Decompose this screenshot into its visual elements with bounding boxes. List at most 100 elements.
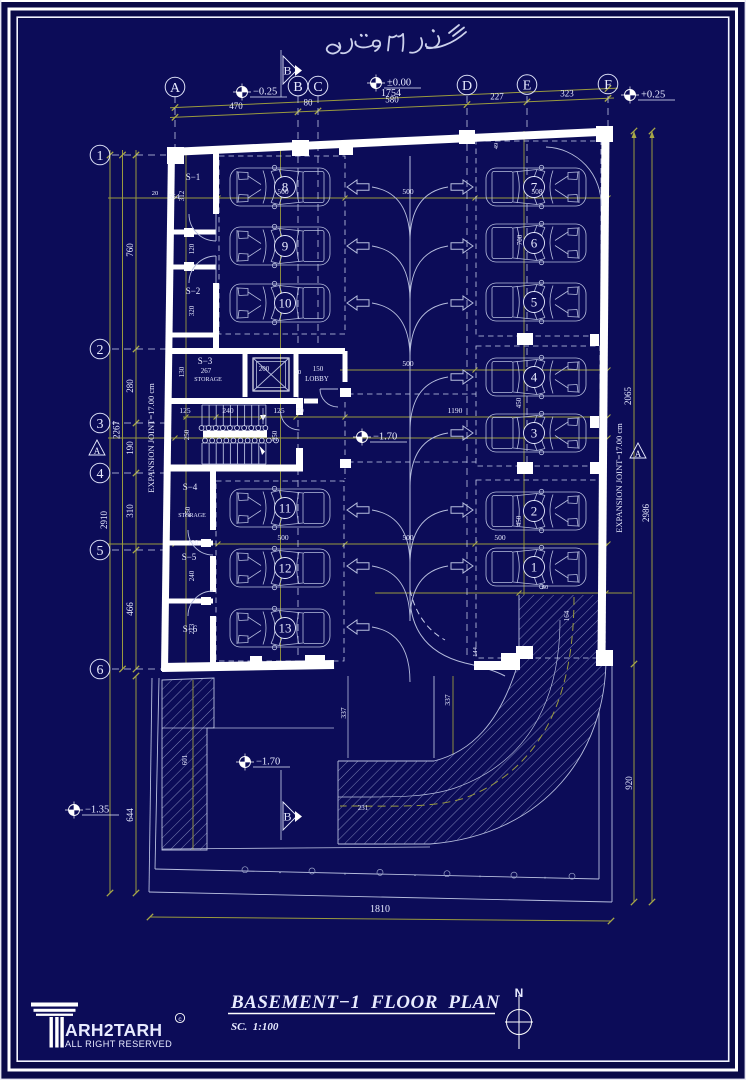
- svg-text:6: 6: [531, 236, 538, 251]
- svg-text:C: C: [313, 80, 322, 95]
- svg-text:500: 500: [402, 359, 414, 368]
- svg-text:2: 2: [531, 504, 538, 519]
- svg-text:STORAGE: STORAGE: [194, 377, 222, 383]
- svg-text:312: 312: [178, 190, 186, 201]
- svg-text:120: 120: [188, 243, 196, 254]
- svg-text:4: 4: [531, 370, 538, 385]
- svg-text:13: 13: [279, 621, 292, 636]
- svg-text:200: 200: [259, 365, 270, 373]
- svg-text:500: 500: [402, 533, 414, 542]
- svg-text:2986: 2986: [641, 504, 651, 523]
- svg-text:144: 144: [472, 646, 479, 657]
- svg-text:125: 125: [273, 406, 285, 415]
- svg-text:−1.70: −1.70: [373, 432, 397, 443]
- svg-text:1754: 1754: [381, 88, 401, 99]
- svg-text:3: 3: [97, 417, 104, 432]
- svg-text:LOBBY: LOBBY: [305, 375, 329, 383]
- svg-text:+0.25: +0.25: [641, 90, 665, 101]
- svg-text:D: D: [462, 79, 472, 94]
- svg-text:S−6: S−6: [183, 624, 198, 634]
- svg-text:B: B: [284, 64, 292, 78]
- svg-text:323: 323: [560, 89, 574, 99]
- svg-text:240: 240: [188, 570, 196, 581]
- svg-text:470: 470: [229, 101, 243, 111]
- svg-text:ARH2TARH: ARH2TARH: [65, 1020, 162, 1040]
- svg-text:164: 164: [563, 610, 571, 621]
- svg-text:A: A: [94, 446, 101, 456]
- svg-text:1810: 1810: [370, 904, 390, 915]
- svg-text:20: 20: [152, 190, 159, 197]
- svg-text:2065: 2065: [623, 387, 633, 406]
- svg-text:5: 5: [531, 295, 538, 310]
- svg-text:−0.25: −0.25: [253, 87, 277, 98]
- svg-text:2267: 2267: [112, 421, 122, 440]
- svg-text:80: 80: [304, 98, 314, 108]
- svg-text:280: 280: [125, 379, 135, 393]
- svg-text:8: 8: [282, 180, 289, 195]
- svg-text:337: 337: [443, 694, 452, 706]
- svg-text:9: 9: [282, 239, 289, 254]
- svg-text:1190: 1190: [448, 406, 463, 415]
- svg-text:10: 10: [279, 296, 292, 311]
- svg-text:±0.00: ±0.00: [387, 78, 411, 89]
- svg-text:A: A: [635, 449, 642, 459]
- svg-text:S−3: S−3: [198, 356, 213, 366]
- svg-text:B: B: [293, 80, 302, 95]
- svg-text:250: 250: [184, 506, 192, 517]
- svg-text:150: 150: [313, 365, 324, 373]
- svg-text:500: 500: [277, 187, 289, 196]
- svg-text:125: 125: [179, 406, 191, 415]
- svg-text:760: 760: [125, 243, 135, 257]
- svg-text:267: 267: [201, 367, 212, 375]
- svg-text:450: 450: [515, 515, 523, 526]
- svg-text:60: 60: [542, 584, 549, 591]
- svg-text:500: 500: [402, 187, 414, 196]
- svg-text:N: N: [515, 986, 524, 1000]
- svg-text:7: 7: [531, 180, 538, 195]
- svg-text:B: B: [284, 810, 292, 824]
- svg-text:466: 466: [125, 602, 135, 616]
- svg-text:EXPANSION JOINT=17.00 cm: EXPANSION JOINT=17.00 cm: [614, 423, 624, 533]
- svg-text:450: 450: [515, 397, 523, 408]
- svg-text:130: 130: [178, 366, 186, 377]
- svg-text:337: 337: [339, 707, 348, 719]
- svg-text:1: 1: [531, 560, 538, 575]
- svg-text:4: 4: [97, 467, 104, 482]
- svg-text:250: 250: [271, 430, 279, 441]
- svg-text:227: 227: [490, 92, 504, 102]
- svg-text:EXPANSION JOINT=17.00 cm: EXPANSION JOINT=17.00 cm: [146, 383, 156, 493]
- svg-text:S−1: S−1: [186, 172, 201, 182]
- svg-text:601: 601: [181, 754, 189, 765]
- svg-text:30: 30: [295, 369, 302, 376]
- svg-text:c: c: [178, 1016, 182, 1023]
- svg-text:BASEMENT−1 FLOOR PLAN: BASEMENT−1 FLOOR PLAN: [230, 992, 501, 1013]
- svg-text:700: 700: [516, 234, 524, 245]
- svg-text:12: 12: [279, 561, 292, 576]
- svg-text:ALL RIGHT RESERVED: ALL RIGHT RESERVED: [65, 1039, 172, 1049]
- svg-text:E: E: [523, 78, 532, 93]
- svg-text:STORAGE: STORAGE: [178, 513, 206, 519]
- svg-text:250: 250: [183, 429, 191, 440]
- svg-text:554: 554: [168, 192, 180, 201]
- svg-text:1: 1: [97, 149, 104, 164]
- svg-text:180: 180: [188, 539, 199, 547]
- svg-text:S−2: S−2: [186, 286, 201, 296]
- svg-text:11: 11: [279, 501, 292, 516]
- svg-text:3: 3: [531, 426, 538, 441]
- svg-text:6: 6: [97, 663, 104, 678]
- svg-text:−1.70: −1.70: [256, 757, 280, 768]
- svg-text:S−4: S−4: [183, 482, 198, 492]
- svg-text:SC. 1:100: SC. 1:100: [231, 1021, 279, 1033]
- svg-text:50: 50: [296, 406, 304, 415]
- svg-text:190: 190: [125, 441, 135, 455]
- svg-text:508: 508: [531, 187, 543, 196]
- svg-text:500: 500: [277, 533, 289, 542]
- svg-text:240: 240: [222, 406, 234, 415]
- svg-text:−1.35: −1.35: [85, 805, 109, 816]
- svg-text:580: 580: [385, 95, 399, 105]
- svg-text:2910: 2910: [99, 511, 109, 530]
- svg-text:231: 231: [358, 804, 369, 812]
- svg-text:500: 500: [494, 533, 506, 542]
- svg-text:310: 310: [125, 504, 135, 518]
- svg-text:49: 49: [493, 143, 500, 150]
